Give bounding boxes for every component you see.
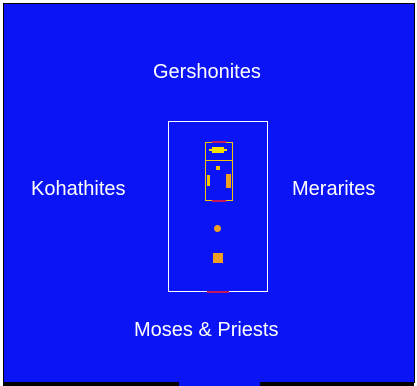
incense-altar-icon <box>216 166 220 170</box>
camp-label-west: Kohathites <box>31 178 126 200</box>
camp-label-south: Moses & Priests <box>134 319 279 341</box>
burnt-offering-altar-icon <box>213 253 223 263</box>
inner-veil <box>205 160 233 161</box>
camp-label-north: Gershonites <box>153 61 261 83</box>
camp-label-east: Merarites <box>292 178 376 200</box>
tabernacle-back-curtain <box>212 141 226 143</box>
table-of-showbread-icon <box>226 174 231 188</box>
ark-cherub-right <box>224 149 227 151</box>
bottom-border-left <box>3 382 179 386</box>
lampstand-icon <box>207 175 210 186</box>
ark-cherub-left <box>209 149 212 151</box>
court-gate <box>207 291 229 293</box>
bronze-laver-icon <box>214 225 221 232</box>
camp-area <box>3 3 415 383</box>
tabernacle-door <box>212 200 226 202</box>
ark-of-covenant-icon <box>212 147 224 153</box>
bottom-border-right <box>260 382 414 386</box>
bottom-border-gap <box>179 382 260 386</box>
